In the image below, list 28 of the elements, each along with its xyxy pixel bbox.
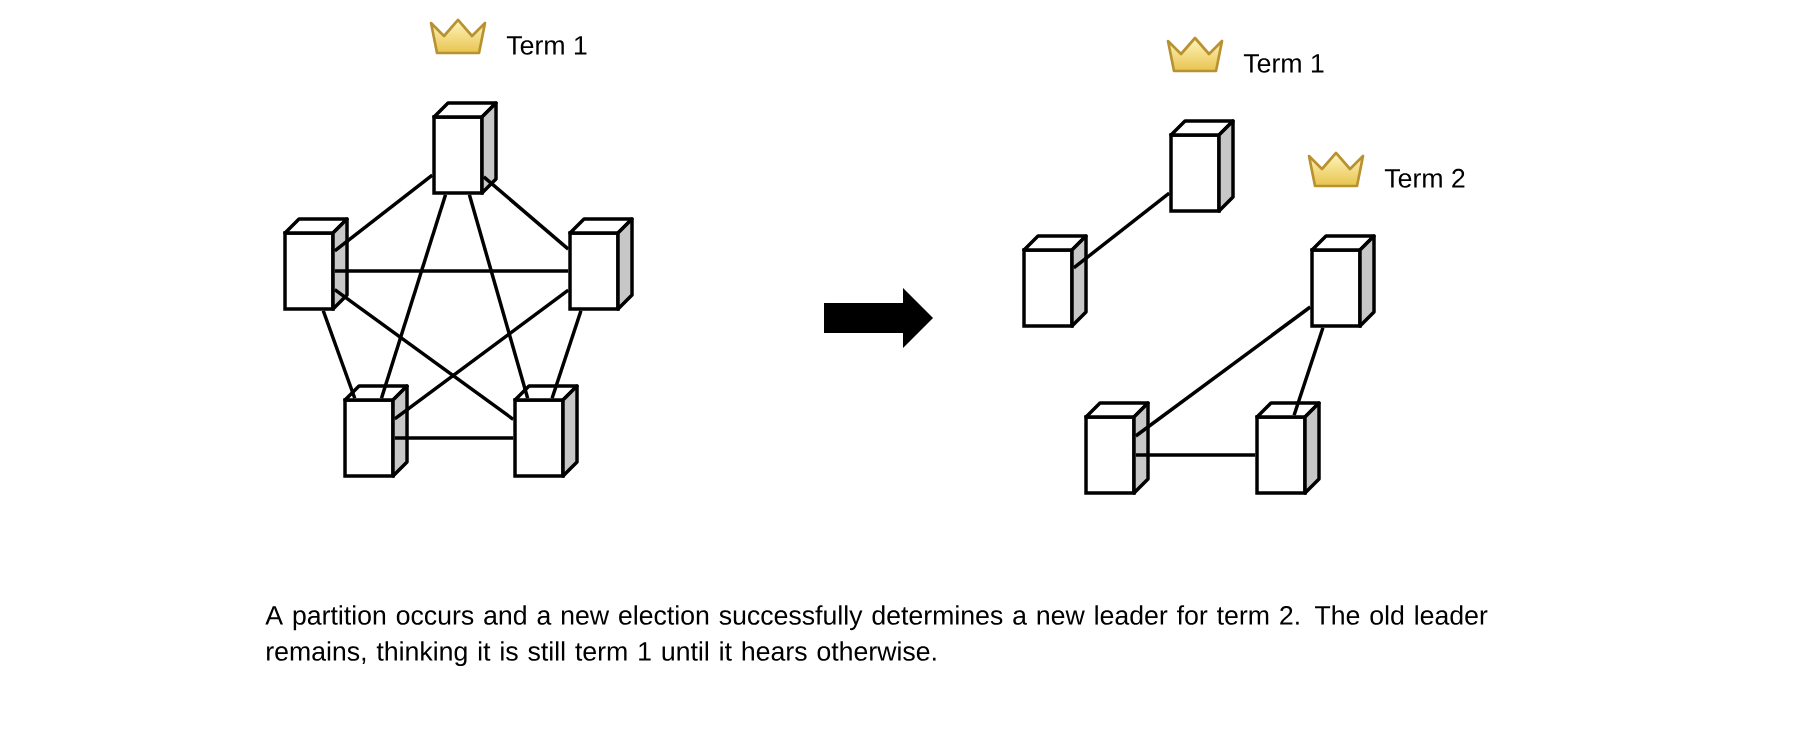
connector-line xyxy=(1292,327,1325,416)
server-box xyxy=(1022,234,1088,328)
server-box xyxy=(343,384,409,478)
connector-line xyxy=(1072,191,1171,270)
connector-line xyxy=(321,310,357,399)
connector-line xyxy=(333,288,515,421)
connector-line xyxy=(393,288,570,421)
connector-line xyxy=(394,436,514,440)
server-box xyxy=(513,384,579,478)
term-label: Term 2 xyxy=(1384,168,1465,188)
caption-text: A partition occurs and a new election successfully determines a new leader for term 2. The old leader remains, thinking it is still term 1 until it hears otherwise. xyxy=(265,605,1488,667)
term-label: Term 1 xyxy=(1243,54,1324,73)
connector-line xyxy=(1135,453,1256,457)
server-box xyxy=(432,101,498,195)
connector-line xyxy=(333,173,434,253)
connector-line xyxy=(379,194,448,399)
server-box xyxy=(283,217,349,311)
server-box xyxy=(1084,401,1150,495)
connector-line xyxy=(334,269,569,273)
connector-line xyxy=(482,175,570,251)
connector-line xyxy=(1134,305,1312,438)
connector-line xyxy=(550,310,583,399)
server-box xyxy=(568,217,634,311)
server-box xyxy=(1255,401,1321,495)
server-box xyxy=(1169,119,1235,213)
connector-line xyxy=(467,194,530,399)
term-label: Term 1 xyxy=(506,36,587,55)
server-box xyxy=(1310,234,1376,328)
